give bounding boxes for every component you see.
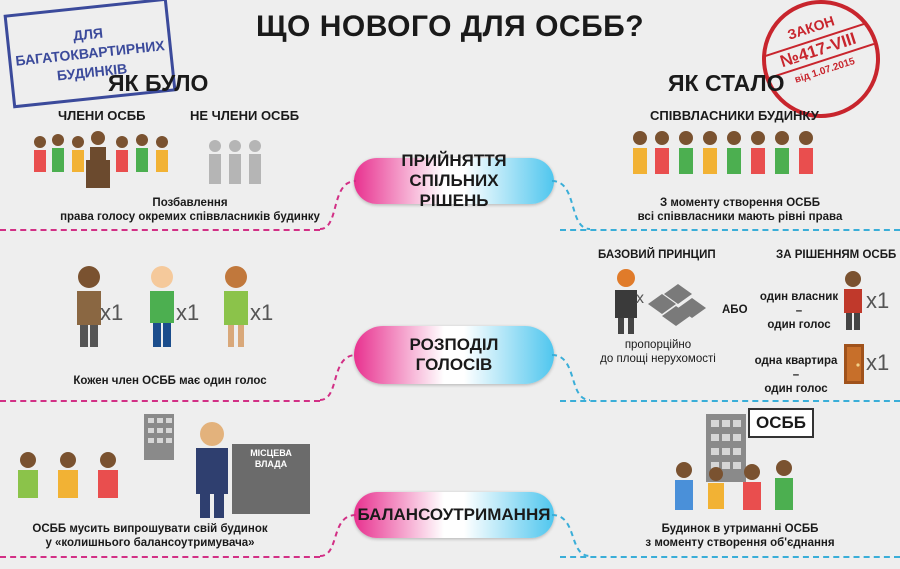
authority-sign-line2: ВЛАДА bbox=[254, 459, 288, 469]
flat-vote-count: x1 bbox=[866, 350, 890, 375]
divider-left-3 bbox=[0, 556, 320, 558]
section3-label-pill: БАЛАНСОУТРИМАННЯ bbox=[354, 492, 554, 538]
nonmembers-label: НЕ ЧЛЕНИ ОСББ bbox=[190, 108, 300, 123]
section1-label: ПРИЙНЯТТЯ СПІЛЬНИХ РІШЕНЬ bbox=[401, 151, 507, 210]
one-flat-caption: одна квартира – один голос bbox=[750, 354, 842, 396]
owner-woman-icon bbox=[615, 269, 637, 334]
coowners-group-icon bbox=[633, 131, 813, 174]
woman-icon bbox=[224, 266, 248, 347]
divider-right-2 bbox=[560, 400, 900, 402]
door-icon bbox=[844, 344, 864, 384]
section1-before-caption-line2: права голосу окремих співвласників будин… bbox=[60, 211, 320, 223]
coowners-label: СПІВВЛАСНИКИ БУДИНКУ bbox=[650, 108, 819, 123]
section2-before-caption: Кожен член ОСББ має один голос bbox=[73, 375, 267, 387]
by-decision-label: ЗА РІШЕННЯМ ОСББ bbox=[776, 249, 897, 261]
section3-before-caption-line1: ОСББ мусить випрошувати свій будинок bbox=[32, 523, 268, 535]
section1-after-caption: З моменту створення ОСББ всі співвласник… bbox=[610, 196, 870, 224]
child-vote-count: x1 bbox=[176, 300, 200, 325]
divider-right-3 bbox=[560, 556, 900, 558]
local-authority-sign: МІСЦЕВА ВЛАДА bbox=[240, 448, 302, 470]
section1-label-pill: ПРИЙНЯТТЯ СПІЛЬНИХ РІШЕНЬ bbox=[354, 151, 554, 210]
section1-after-caption-line1: З моменту створення ОСББ bbox=[660, 197, 820, 209]
divider-right-1 bbox=[560, 229, 900, 231]
one-owner-line1: один власник – bbox=[759, 291, 839, 317]
page-title: ЩО НОВОГО ДЛЯ ОСББ? bbox=[255, 10, 645, 43]
section1-before-caption-line1: Позбавлення bbox=[152, 197, 228, 209]
local-authority-building bbox=[232, 444, 310, 514]
one-owner-caption: один власник – один голос bbox=[756, 290, 842, 332]
area-multiply-sign: x bbox=[636, 290, 644, 307]
osbb-residents-group-icon bbox=[675, 460, 793, 510]
section2-label-line1: РОЗПОДІЛ bbox=[409, 335, 499, 354]
divider-left-1 bbox=[0, 229, 320, 231]
proportional-line1: пропорційно bbox=[624, 339, 692, 351]
floor-area-tiles-icon bbox=[648, 284, 706, 326]
section3-before-caption-line2: у «колишнього балансоутримувача» bbox=[45, 537, 255, 549]
owner-man-icon bbox=[844, 271, 862, 330]
members-group-icon bbox=[34, 131, 168, 188]
section3-label: БАЛАНСОУТРИМАННЯ bbox=[357, 505, 551, 524]
divider-left-2 bbox=[0, 400, 320, 402]
proportional-line2: до площі нерухомості bbox=[600, 353, 716, 365]
section2-label-pill: РОЗПОДІЛ ГОЛОСІВ bbox=[354, 326, 554, 384]
nonmembers-group-icon bbox=[209, 140, 261, 184]
woman-vote-count: x1 bbox=[250, 300, 274, 325]
authority-sign-line1: МІСЦЕВА bbox=[250, 448, 292, 458]
section3-after-caption-line2: з моменту створення об'єднання bbox=[645, 537, 835, 549]
or-label: АБО bbox=[722, 304, 748, 316]
section3-after-caption-line1: Будинок в утриманні ОСББ bbox=[661, 523, 819, 535]
section2-label-line2: ГОЛОСІВ bbox=[415, 355, 493, 374]
osbb-members-group-icon bbox=[18, 452, 118, 498]
osbb-sign: ОСББ bbox=[748, 408, 814, 438]
one-flat-line2: один голос bbox=[764, 383, 828, 395]
official-icon bbox=[196, 422, 228, 518]
section1-before-caption: Позбавлення права голосу окремих співвла… bbox=[55, 196, 325, 224]
section3-after-caption: Будинок в утриманні ОСББ з моменту створ… bbox=[622, 522, 858, 550]
section1-after-caption-line2: всі співвласники мають рівні права bbox=[637, 211, 843, 223]
child-icon bbox=[150, 266, 174, 347]
members-label: ЧЛЕНИ ОСББ bbox=[58, 108, 146, 123]
one-owner-line2: один голос bbox=[767, 319, 831, 331]
basic-principle-label: БАЗОВИЙ ПРИНЦИП bbox=[598, 249, 716, 261]
house-tower-icon bbox=[144, 414, 174, 460]
man-icon bbox=[77, 266, 101, 347]
after-header: ЯК СТАЛО bbox=[668, 70, 785, 96]
proportional-caption: пропорційно до площі нерухомості bbox=[588, 338, 728, 366]
man-vote-count: x1 bbox=[100, 300, 124, 325]
owner-vote-count: x1 bbox=[866, 288, 890, 313]
one-flat-line1: одна квартира – bbox=[754, 355, 838, 381]
before-header: ЯК БУЛО bbox=[108, 70, 209, 96]
section3-before-caption: ОСББ мусить випрошувати свій будинок у «… bbox=[15, 522, 285, 550]
